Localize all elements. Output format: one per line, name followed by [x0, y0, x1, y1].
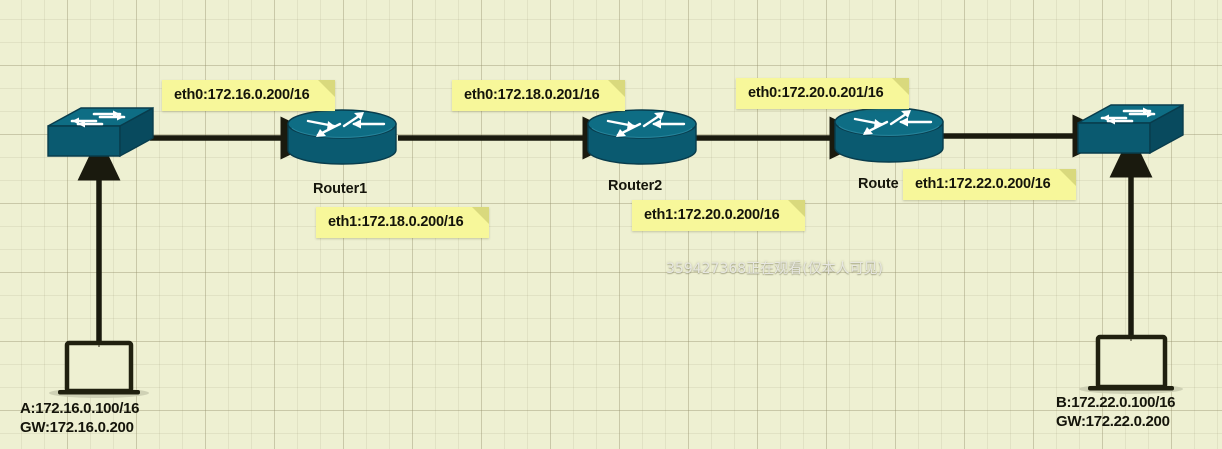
device-router2[interactable]	[586, 108, 698, 166]
note-router3-eth1[interactable]: eth1:172.22.0.200/16	[903, 169, 1077, 200]
note-router1-eth1[interactable]: eth1:172.18.0.200/16	[316, 207, 490, 238]
host-label-a: A:172.16.0.100/16 GW:172.16.0.200	[20, 399, 139, 437]
device-hostB[interactable]	[1079, 334, 1183, 394]
device-switch2[interactable]	[1076, 103, 1185, 155]
note-router2-eth0[interactable]: eth0:172.18.0.201/16	[452, 80, 626, 111]
device-label-router2: Router2	[608, 178, 663, 194]
host-label-b: B:172.22.0.100/16 GW:172.22.0.200	[1056, 393, 1175, 431]
device-label-router3: Route	[858, 176, 899, 192]
viewer-watermark: 359427368正在观看(仅本人可见)	[666, 261, 884, 277]
host-a-gateway: GW:172.16.0.200	[20, 419, 134, 436]
device-hostA[interactable]	[49, 340, 149, 398]
device-router3[interactable]	[833, 106, 945, 164]
note-router2-eth1[interactable]: eth1:172.20.0.200/16	[632, 200, 806, 231]
device-label-router1: Router1	[313, 181, 368, 197]
device-switch1[interactable]	[46, 106, 155, 158]
host-a-address: A:172.16.0.100/16	[20, 400, 140, 417]
note-router1-eth0[interactable]: eth0:172.16.0.200/16	[162, 80, 336, 111]
host-b-address: B:172.22.0.100/16	[1056, 394, 1176, 411]
device-router1[interactable]	[286, 108, 398, 166]
host-b-gateway: GW:172.22.0.200	[1056, 413, 1170, 430]
note-router3-eth0[interactable]: eth0:172.20.0.201/16	[736, 78, 910, 109]
